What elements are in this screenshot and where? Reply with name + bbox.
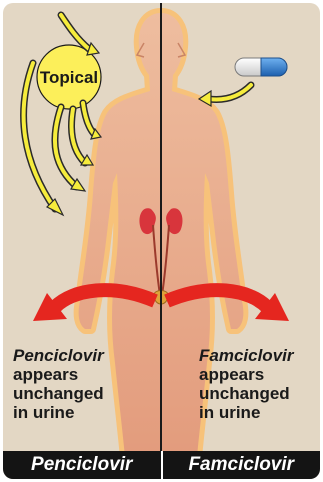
- caption-line: in urine: [13, 403, 153, 422]
- caption-line: appears: [199, 365, 319, 384]
- footer-label-famciclovir: Famciclovir: [163, 451, 321, 479]
- diagram-frame: Topical Penciclovir appears unchanged in…: [3, 3, 320, 479]
- topical-label: Topical: [40, 68, 98, 87]
- caption-drug-name: Penciclovir: [13, 346, 153, 365]
- topical-arrows-fill: [24, 15, 95, 209]
- footer-label-penciclovir: Penciclovir: [3, 451, 163, 479]
- penciclovir-caption: Penciclovir appears unchanged in urine: [13, 346, 153, 422]
- caption-line: unchanged: [13, 384, 153, 403]
- footer-bar: Penciclovir Famciclovir: [3, 451, 320, 479]
- caption-line: in urine: [199, 403, 319, 422]
- capsule-icon: [235, 58, 287, 76]
- caption-drug-name: Famciclovir: [199, 346, 319, 365]
- caption-line: unchanged: [199, 384, 319, 403]
- caption-line: appears: [13, 365, 153, 384]
- famciclovir-caption: Famciclovir appears unchanged in urine: [199, 346, 319, 422]
- oral-arrow: [199, 85, 251, 106]
